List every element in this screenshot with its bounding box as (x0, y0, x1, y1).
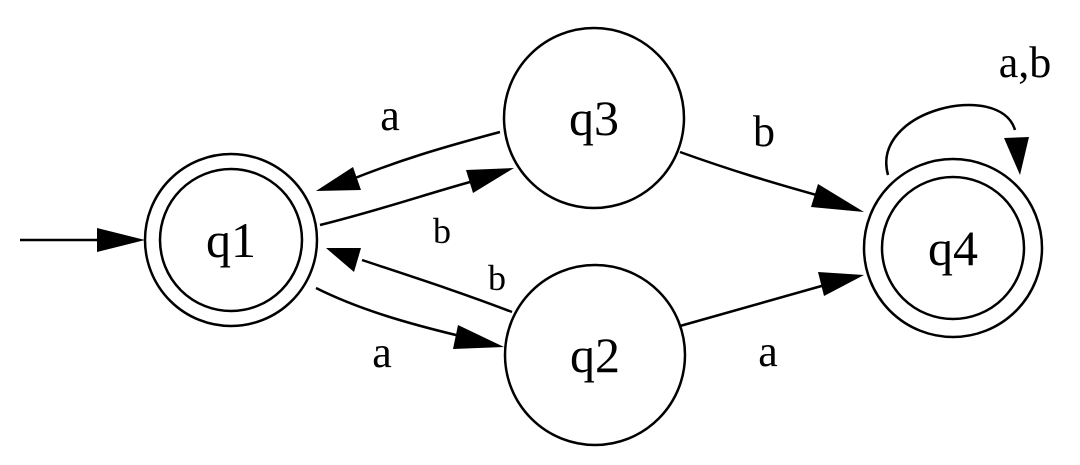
edge-q2-q1-label: b (488, 258, 506, 298)
edge-q3-q1 (316, 130, 501, 191)
state-q3: q3 (502, 26, 686, 210)
edge-q4-self-loop-label: a,b (999, 38, 1052, 87)
state-q4: q4 (862, 157, 1044, 339)
edge-q3-q4 (679, 150, 864, 212)
state-q3-label: q3 (569, 90, 619, 146)
edge-q1-q3-label: b (433, 211, 451, 251)
edge-q3-q4-label: b (753, 107, 775, 156)
state-q1-label: q1 (206, 212, 256, 268)
edge-q2-q1 (326, 248, 513, 314)
state-q4-label: q4 (928, 220, 978, 276)
state-q2: q2 (503, 263, 687, 447)
edge-q4-self-loop (885, 103, 1029, 176)
edge-q1-q2 (315, 286, 504, 349)
edge-q1-q2-label: a (372, 328, 392, 377)
edge-q1-q3 (319, 168, 514, 227)
edge-q3-q1-label: a (380, 91, 400, 140)
state-q2-label: q2 (570, 327, 620, 383)
initial-arrow (20, 228, 145, 252)
state-q1: q1 (143, 152, 319, 328)
edge-q2-q4-label: a (758, 327, 778, 376)
edge-q2-q4 (679, 272, 864, 328)
